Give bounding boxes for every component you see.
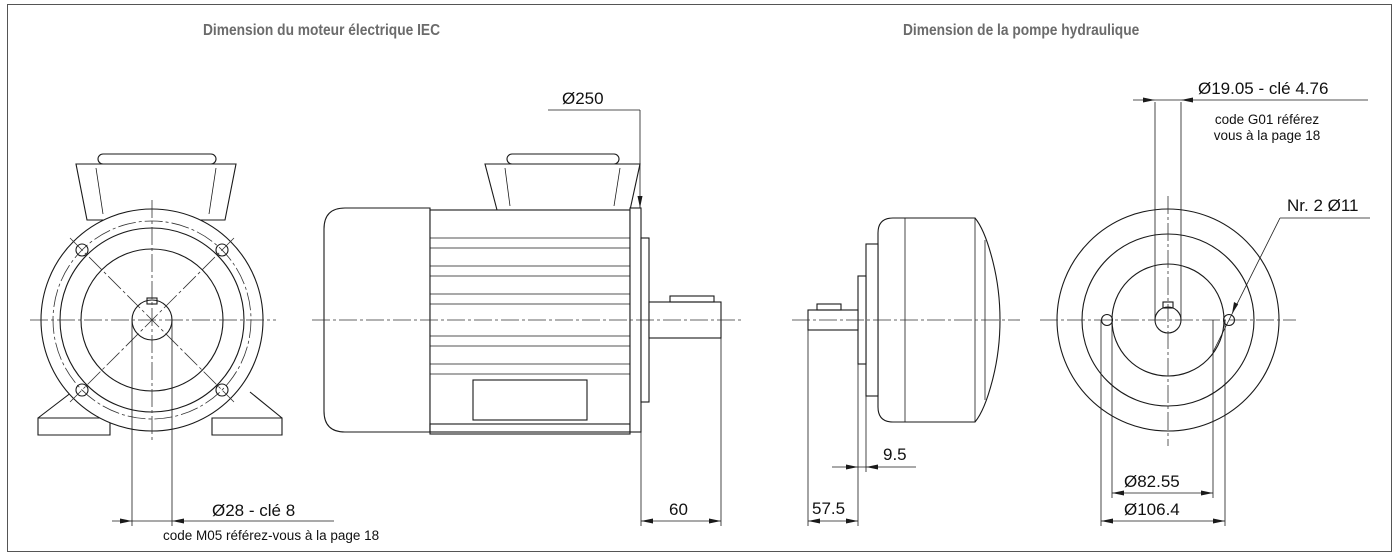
pump-pilot-diameter-label: Ø82.55: [1124, 472, 1180, 491]
dimension-arrows: [1112, 490, 1213, 496]
foot-left: [37, 391, 111, 436]
flange-diameter-label: Ø250: [562, 89, 604, 108]
bolt-hole: [215, 383, 229, 397]
leader-arrow: [1232, 302, 1239, 314]
pump-shaft-label: Ø19.05 - clé 4.76: [1198, 79, 1328, 98]
motor-code-note: code M05 référez-vous à la page 18: [163, 528, 379, 543]
pump-front-view: [1040, 97, 1370, 526]
motor-front-view: [30, 153, 334, 526]
motor-base: [472, 379, 588, 421]
dimension-arrows: [808, 518, 858, 524]
terminal-box-lid: [97, 153, 217, 165]
terminal-box: [75, 163, 237, 221]
leader-line: [1212, 319, 1230, 353]
pump-section-title: Dimension de la pompe hydraulique: [903, 22, 1140, 39]
motor-side-view: [312, 109, 742, 526]
motor-shaft-key: [669, 295, 715, 303]
leader-arrow: [637, 196, 643, 208]
foot-right: [211, 391, 283, 436]
terminal-box-ribs: [504, 167, 621, 207]
motor-body: [429, 209, 631, 433]
pump-side-view: [792, 217, 1020, 526]
motor-shaft-length-label: 60: [669, 500, 688, 519]
pump-holes-label: Nr. 2 Ø11: [1287, 196, 1359, 215]
leader-line: [1228, 217, 1281, 321]
motor-shaft-label: Ø28 - clé 8: [212, 501, 295, 520]
pump-bolt-circle-label: Ø106.4: [1124, 500, 1180, 519]
motor-section-title: Dimension du moteur électrique IEC: [203, 22, 441, 39]
bolt-hole: [215, 243, 229, 257]
pump-flange-thickness-label: 9.5: [883, 445, 907, 464]
dimension-arrows: [846, 464, 878, 470]
pump-shaft-key: [816, 303, 842, 311]
pump-code-note-line2: vous à la page 18: [1214, 128, 1321, 143]
terminal-box-lid: [506, 153, 620, 165]
dimension-arrows: [1143, 97, 1193, 103]
terminal-box-ribs: [95, 167, 217, 215]
bolt-hole: [75, 243, 89, 257]
pump-shaft-length-label: 57.5: [812, 499, 845, 518]
bolt-hole: [75, 383, 89, 397]
cooling-fins: [430, 237, 630, 375]
pump-code-note-line1: code G01 référez: [1215, 112, 1320, 127]
centerline: [69, 237, 235, 403]
